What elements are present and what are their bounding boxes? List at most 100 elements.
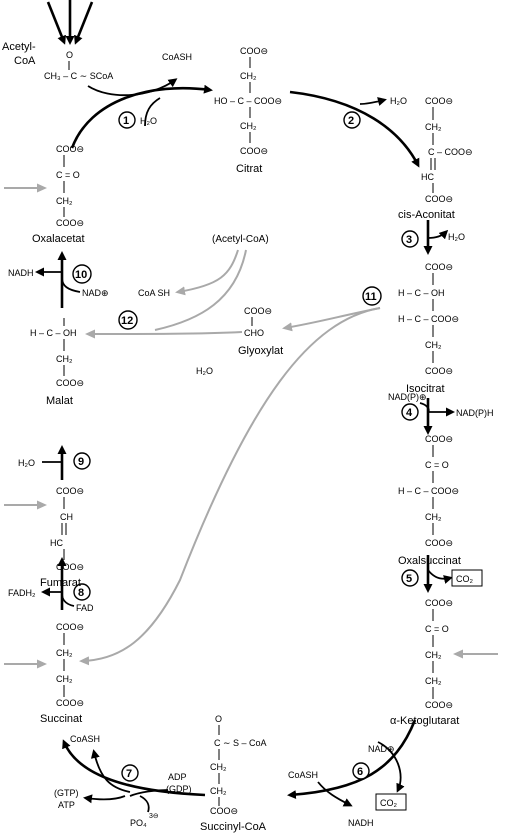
svg-text:4: 4 <box>406 407 413 419</box>
svg-text:2: 2 <box>348 115 354 127</box>
svg-text:COO⊖: COO⊖ <box>240 146 268 156</box>
svg-text:O: O <box>66 50 73 60</box>
svg-text:10: 10 <box>75 269 87 281</box>
svg-text:12: 12 <box>121 315 133 327</box>
svg-text:C ∼ S – CoA: C ∼ S – CoA <box>214 738 267 748</box>
svg-text:ATP: ATP <box>58 800 75 810</box>
svg-text:HC: HC <box>50 538 63 548</box>
compound-succinyl-coa: O C ∼ S – CoA CH₂ CH₂ COO⊖ Succinyl-CoA <box>200 714 267 833</box>
svg-text:CoA: CoA <box>14 55 36 67</box>
svg-text:5: 5 <box>406 573 412 585</box>
svg-text:CH₂: CH₂ <box>240 121 257 131</box>
svg-text:CH₂: CH₂ <box>56 648 73 658</box>
svg-text:C = O: C = O <box>425 624 449 634</box>
svg-text:CH₂: CH₂ <box>425 650 442 660</box>
svg-text:NAD⊕: NAD⊕ <box>82 288 109 298</box>
svg-text:CoASH: CoASH <box>70 734 100 744</box>
svg-text:8: 8 <box>78 587 84 599</box>
svg-text:H – C – OH: H – C – OH <box>398 288 445 298</box>
svg-text:COO⊖: COO⊖ <box>56 698 84 708</box>
svg-text:COO⊖: COO⊖ <box>425 366 453 376</box>
arrow-step-6 <box>287 719 417 800</box>
svg-text:FAD: FAD <box>76 603 94 613</box>
svg-text:CH₂: CH₂ <box>56 674 73 684</box>
svg-text:CH₂: CH₂ <box>425 676 442 686</box>
svg-text:Succinyl-CoA: Succinyl-CoA <box>200 821 267 833</box>
svg-text:C = O: C = O <box>56 170 80 180</box>
svg-text:(Acetyl-CoA): (Acetyl-CoA) <box>212 234 269 245</box>
svg-text:COO⊖: COO⊖ <box>425 598 453 608</box>
svg-text:cis-Aconitat: cis-Aconitat <box>398 209 455 221</box>
svg-text:9: 9 <box>78 456 84 468</box>
svg-text:COO⊖: COO⊖ <box>425 262 453 272</box>
svg-text:NADH: NADH <box>8 268 34 278</box>
svg-text:C – COO⊖: C – COO⊖ <box>428 147 473 157</box>
acetyl-coa: Acetyl- CoA O CH₃ – C ∼ SCoA <box>2 41 113 81</box>
svg-text:Acetyl-: Acetyl- <box>2 41 36 53</box>
svg-text:COO⊖: COO⊖ <box>56 218 84 228</box>
compound-glyoxylat: COO⊖ CHO Glyoxylat H₂O <box>196 306 283 376</box>
svg-text:COO⊖: COO⊖ <box>244 306 272 316</box>
svg-text:(GTP): (GTP) <box>54 788 79 798</box>
svg-text:COO⊖: COO⊖ <box>240 46 268 56</box>
svg-text:COO⊖: COO⊖ <box>425 538 453 548</box>
svg-text:CH₃ – C ∼ SCoA: CH₃ – C ∼ SCoA <box>44 71 113 81</box>
arrow-step-1 <box>70 84 213 149</box>
svg-text:C = O: C = O <box>425 460 449 470</box>
svg-text:Isocitrat: Isocitrat <box>406 383 445 395</box>
svg-text:CO₂: CO₂ <box>456 574 474 584</box>
svg-text:CO₂: CO₂ <box>380 798 398 808</box>
incoming-arrows-top <box>46 0 94 45</box>
svg-text:PO₄: PO₄ <box>130 818 147 828</box>
svg-text:FADH₂: FADH₂ <box>8 588 36 598</box>
svg-text:CoASH: CoASH <box>162 52 192 62</box>
svg-text:CH₂: CH₂ <box>425 122 442 132</box>
svg-text:α-Ketoglutarat: α-Ketoglutarat <box>390 715 459 727</box>
svg-text:3⊖: 3⊖ <box>149 813 159 820</box>
svg-text:CH₂: CH₂ <box>56 196 73 206</box>
compound-isocitrat: COO⊖ H – C – OH H – C – COO⊖ CH₂ COO⊖ Is… <box>398 262 459 395</box>
svg-text:COO⊖: COO⊖ <box>210 806 238 816</box>
compound-malat: H – C – OH CH₂ COO⊖ Malat <box>30 318 84 407</box>
arrow-step-7 <box>62 739 206 797</box>
svg-text:COO⊖: COO⊖ <box>56 562 84 572</box>
arrow-step-2 <box>289 90 420 168</box>
compound-cis-aconitat: COO⊖ CH₂ C – COO⊖ HC COO⊖ cis-Aconitat <box>398 96 473 221</box>
svg-text:H – C – COO⊖: H – C – COO⊖ <box>398 314 459 324</box>
svg-text:COO⊖: COO⊖ <box>56 144 84 154</box>
svg-text:NADH: NADH <box>348 818 374 828</box>
svg-text:Oxalsuccinat: Oxalsuccinat <box>398 555 461 567</box>
glyoxylate-shunt: (Acetyl-CoA) CoA SH <box>4 183 498 669</box>
step-labels: 1 2 3 4 5 6 7 8 9 10 11 12 <box>72 111 419 782</box>
svg-text:COO⊖: COO⊖ <box>425 700 453 710</box>
svg-text:CH₂: CH₂ <box>210 786 227 796</box>
compound-fumarat: COO⊖ CH HC COO⊖ Fumarat <box>40 486 84 589</box>
svg-text:Glyoxylat: Glyoxylat <box>238 345 283 357</box>
svg-text:COO⊖: COO⊖ <box>425 434 453 444</box>
svg-text:Citrat: Citrat <box>236 163 262 175</box>
svg-text:CHO: CHO <box>244 328 264 338</box>
svg-text:CoASH: CoASH <box>288 770 318 780</box>
svg-text:O: O <box>215 714 222 724</box>
svg-text:Malat: Malat <box>46 395 73 407</box>
compound-oxalsuccinat: COO⊖ C = O H – C – COO⊖ CH₂ COO⊖ Oxalsuc… <box>398 434 461 567</box>
svg-text:CH₂: CH₂ <box>240 71 257 81</box>
svg-text:ADP: ADP <box>168 772 187 782</box>
svg-text:CH₂: CH₂ <box>425 340 442 350</box>
svg-text:Fumarat: Fumarat <box>40 577 81 589</box>
svg-text:(GDP): (GDP) <box>166 784 192 794</box>
svg-text:Succinat: Succinat <box>40 713 82 725</box>
svg-text:H₂O: H₂O <box>18 458 35 468</box>
svg-text:COO⊖: COO⊖ <box>56 378 84 388</box>
svg-text:1: 1 <box>123 115 129 127</box>
svg-text:NAD(P)⊕: NAD(P)⊕ <box>388 392 427 402</box>
svg-text:COO⊖: COO⊖ <box>56 486 84 496</box>
svg-text:HO – C – COO⊖: HO – C – COO⊖ <box>214 96 282 106</box>
svg-text:Oxalacetat: Oxalacetat <box>32 233 85 245</box>
svg-text:6: 6 <box>357 766 363 778</box>
svg-text:7: 7 <box>126 768 132 780</box>
svg-text:CoA SH: CoA SH <box>138 288 170 298</box>
svg-text:CH₂: CH₂ <box>210 762 227 772</box>
svg-text:HC: HC <box>421 172 434 182</box>
